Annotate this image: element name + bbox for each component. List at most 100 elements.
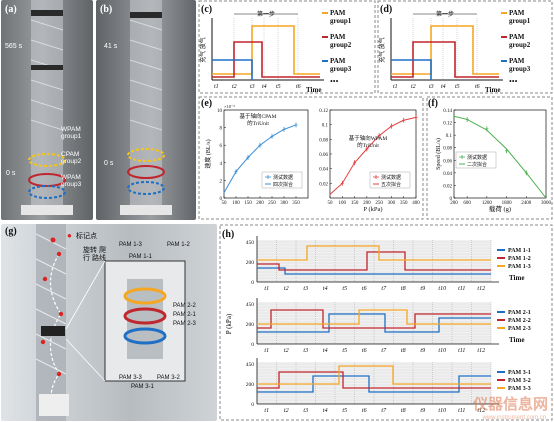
- td-tick-label: t1: [393, 84, 398, 90]
- legend-label: 测试数据: [467, 154, 487, 161]
- td-legend-label: PAM: [509, 9, 525, 17]
- td-tick-label: t3: [250, 84, 255, 90]
- panel-a-label: (a): [5, 4, 17, 15]
- x-tick-label: 250: [375, 201, 383, 206]
- h-tick-label: t6: [362, 286, 367, 292]
- h-legend-label: PAM 1-2: [508, 256, 531, 262]
- x-tick-label: 350: [292, 201, 300, 206]
- chart-ylabel: Speed (BL/s): [435, 138, 442, 170]
- x-tick-label: 300: [280, 201, 288, 206]
- chart-title: 的TriUnit: [357, 141, 379, 149]
- watermark-url: www.instrument.com.cn: [482, 415, 546, 421]
- x-tick-label: 150: [244, 201, 252, 206]
- td-xlabel: Time: [485, 86, 500, 94]
- legend-label: 五次拟合: [381, 181, 401, 188]
- x-tick-label: 50: [328, 201, 334, 206]
- chart-title: 基于轴向CPAM: [239, 112, 276, 120]
- td-signal-group2: [212, 41, 320, 78]
- y-tick-label: 0.06: [443, 159, 452, 164]
- td-tick-label: t5: [455, 84, 460, 90]
- h-tick-label: t3: [303, 408, 308, 414]
- y-tick-label: 0.02: [443, 184, 452, 189]
- label-wpam1: WPAM group1: [61, 126, 82, 141]
- marker-legend-dot: ●: [67, 231, 72, 240]
- plot-frame: [223, 109, 309, 199]
- y-tick-label: 0.08: [443, 147, 452, 152]
- h-y-tick-label: 0: [251, 342, 254, 348]
- y-tick-label: 6: [220, 144, 223, 149]
- h-legend-label: PAM 3-2: [508, 378, 531, 384]
- h-tick-label: t5: [342, 348, 347, 354]
- panel-f-label: (f): [428, 98, 438, 109]
- panel-h-label: (h): [222, 229, 235, 240]
- x-tick-label: 200: [450, 201, 458, 206]
- h-signal-1-3: [257, 245, 491, 261]
- h-tick-label: t1: [264, 348, 269, 354]
- h-y-tick-label: 450: [246, 302, 255, 308]
- x-tick-label: 1800: [502, 201, 513, 206]
- h-tick-label: t6: [362, 408, 367, 414]
- h-tick-label: t9: [420, 348, 425, 354]
- chart-xlabel: 载荷 (g): [489, 204, 511, 213]
- x-tick-label: 100: [339, 201, 347, 206]
- pam-1-1-label: PAM 1-1: [129, 254, 152, 260]
- pam-1-2-label: PAM 1-2: [167, 242, 190, 248]
- h-tick-label: t8: [401, 408, 406, 414]
- path-label: 旋转 爬行 路线: [83, 247, 106, 262]
- chart-title: 基于轴向WPAM: [349, 134, 388, 142]
- y-tick-label: 8: [220, 127, 223, 132]
- h-tick-label: t11: [458, 348, 465, 354]
- h-ylabel: P (kPa): [225, 313, 233, 334]
- td-ellipsis: •••: [330, 77, 339, 86]
- h-tick-label: t5: [342, 286, 347, 292]
- x-tick-label: 600: [463, 201, 471, 206]
- y-tick-label: 0.14: [443, 109, 452, 114]
- x-tick-label: 100: [232, 201, 240, 206]
- h-tick-label: t2: [284, 348, 289, 354]
- h-legend-label: PAM 1-3: [508, 264, 531, 270]
- h-tick-label: t7: [381, 408, 387, 414]
- h-tick-label: t6: [362, 348, 367, 354]
- h-signal-2-1: [257, 313, 491, 333]
- h-y-tick-label: 0: [251, 402, 254, 408]
- chart-ylabel: 速度 (BL/s): [204, 139, 212, 168]
- x-tick-label: 200: [256, 201, 264, 206]
- y-tick-label: 0.04: [443, 172, 452, 177]
- h-tick-label: t2: [284, 408, 289, 414]
- h-xlabel: Time: [509, 274, 524, 282]
- panel-b-label: (b): [100, 4, 113, 15]
- td-legend-label: group2: [330, 41, 352, 49]
- chart-title: 的TriUnit: [247, 119, 269, 127]
- time-a-top: 565 s: [5, 43, 23, 50]
- h-y-tick-label: 450: [246, 240, 255, 246]
- h-tick-label: t12: [477, 348, 485, 354]
- y-tick-label: 0.08: [319, 138, 328, 143]
- legend-label: 二次拟合: [467, 161, 487, 168]
- h-tick-label: t3: [303, 348, 308, 354]
- h-legend-label: PAM 3-3: [508, 386, 531, 392]
- h-signal-3-2: [257, 371, 491, 389]
- td-tick-label: t2: [232, 84, 237, 90]
- h-tick-label: t11: [458, 408, 465, 414]
- h-tick-label: t8: [401, 286, 406, 292]
- td-legend-label: PAM: [509, 57, 525, 65]
- h-legend-label: PAM 3-1: [508, 370, 531, 376]
- y-tick-label: 0.1: [446, 134, 453, 139]
- h-tick-label: t10: [438, 286, 446, 292]
- chart-y-multiplier: ×10⁻³: [224, 104, 235, 109]
- legend-label: 测试数据: [381, 174, 401, 181]
- td-tick-label: t4: [262, 83, 267, 90]
- y-tick-label: 0.04: [319, 168, 328, 173]
- pam-3-3-label: PAM 3-3: [119, 375, 142, 381]
- h-y-tick-label: 450: [246, 362, 255, 368]
- h-tick-label: t5: [342, 408, 347, 414]
- pam-2-3-label: PAM 2-3: [173, 321, 196, 327]
- td-tick-label: t6: [475, 84, 480, 90]
- panel-d-label: (d): [380, 4, 393, 15]
- td-xlabel: Time: [306, 86, 321, 94]
- time-a-bottom: 0 s: [6, 170, 16, 177]
